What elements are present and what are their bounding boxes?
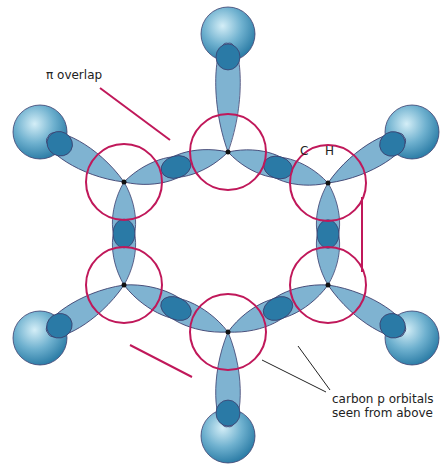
- bond-overlap: [317, 220, 339, 249]
- carbon-nucleus: [122, 180, 127, 185]
- bond-overlap: [113, 219, 135, 248]
- carbon-nucleus: [122, 283, 127, 288]
- leader-line: [262, 360, 326, 392]
- atom-label: H: [325, 144, 334, 158]
- p-orbital-ring: [290, 145, 366, 221]
- carbon-nucleus: [326, 181, 331, 186]
- bond-overlap: [42, 309, 77, 343]
- pi-overlap-line: [361, 197, 363, 272]
- carbon-sp2-lobe: [216, 43, 241, 152]
- pi-overlap-label: π overlap: [46, 68, 102, 82]
- bond-overlap: [42, 127, 77, 161]
- orbital-label: carbon p orbitals seen from above: [332, 392, 440, 421]
- p-orbital-ring: [190, 294, 266, 370]
- carbon-nucleus: [326, 283, 331, 288]
- carbon-sp2-lobe: [216, 332, 241, 427]
- p-orbital-ring: [86, 144, 162, 220]
- bond-overlap: [158, 152, 193, 182]
- bond-overlap: [157, 292, 195, 325]
- pi-overlap-line: [130, 345, 192, 377]
- p-orbital-ring: [190, 114, 266, 190]
- leader-line: [100, 88, 170, 140]
- bond-overlap: [375, 127, 410, 161]
- carbon-nucleus: [226, 150, 231, 155]
- carbon-nucleus: [226, 330, 231, 335]
- bond-overlap: [216, 400, 240, 426]
- bond-overlap: [375, 309, 410, 343]
- leader-line: [298, 346, 330, 390]
- atom-label: C: [300, 144, 308, 158]
- p-orbital-ring: [290, 247, 366, 323]
- p-orbital-ring: [86, 247, 162, 323]
- bond-overlap: [216, 44, 240, 70]
